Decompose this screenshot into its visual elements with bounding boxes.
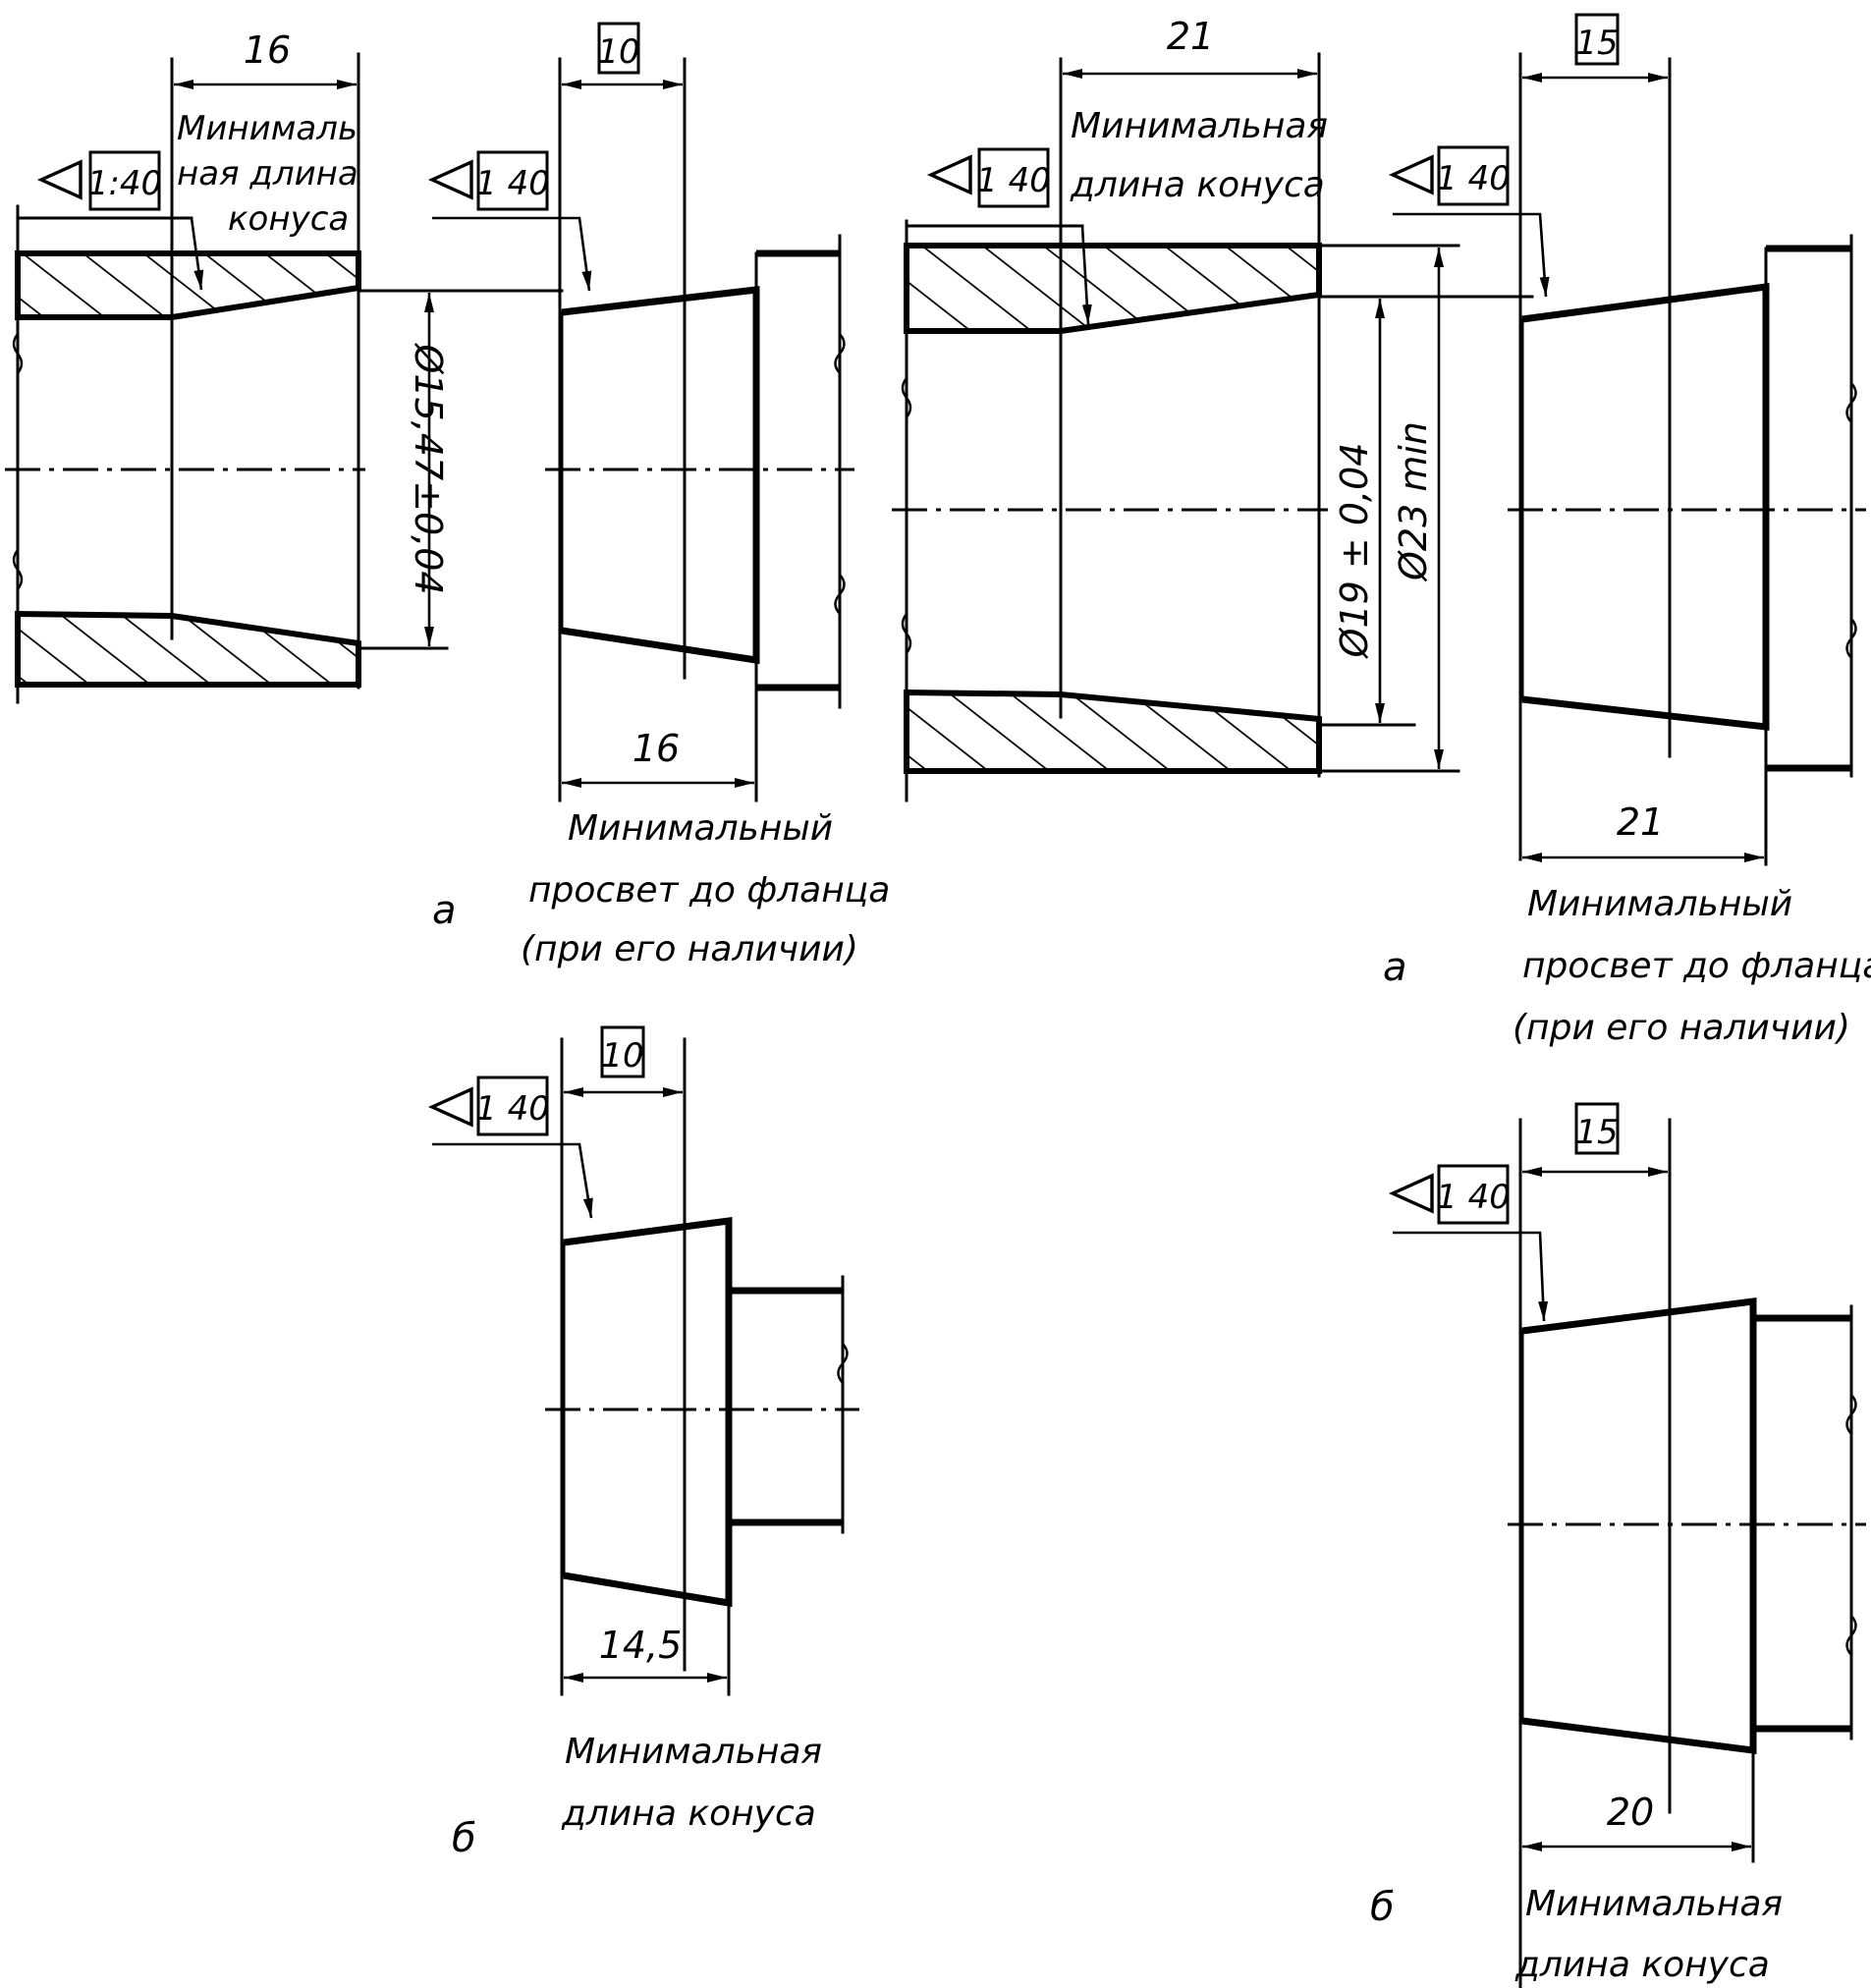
svg-text:20: 20 [1607,1791,1654,1834]
svg-text:длина конуса: длина конуса [1514,1945,1770,1985]
svg-text:1 40: 1 40 [1436,159,1511,198]
svg-text:21: 21 [1617,801,1664,844]
svg-text:10: 10 [601,1036,643,1076]
dim-10-bracket-b-left: 10 [564,1025,683,1097]
svg-text:1 40: 1 40 [475,164,550,203]
figure-b-right-cone [1508,1118,1866,1988]
figure-a-right-socket [892,52,1328,802]
svg-text:Ø23 min: Ø23 min [1392,421,1435,582]
taper-triangle-icon [427,159,473,200]
svg-text:Минималь: Минималь [177,109,358,148]
svg-text:Ø19 ± 0,04: Ø19 ± 0,04 [1333,443,1376,660]
taper-symbol-a-right: 1 40 [926,147,1051,208]
svg-text:Минимальная: Минимальная [565,1732,822,1772]
dim-21-top-right: 21 [1063,15,1317,79]
svg-text:1 40: 1 40 [976,161,1051,200]
figure-a-left-cone [357,57,854,802]
svg-text:длина конуса: длина конуса [561,1794,816,1834]
taper-symbol-a-right-cone: 1 40 [1388,145,1550,298]
svg-text:Минимальная: Минимальная [1525,1884,1783,1924]
figure-b-left-cone [545,1037,859,1696]
dim-15-bracket-right: 15 [1522,13,1668,83]
diameter-19-and-23: Ø19 ± 0,04 Ø23 min [1317,244,1534,773]
taper-triangle-icon [1388,154,1434,195]
taper-symbol-b-left: 1 40 [427,1076,593,1219]
note-min-clearance-a-right: Минимальный просвет до фланца (при его н… [1513,884,1871,1048]
label-b-left: б [452,1816,476,1861]
svg-text:ная длина: ная длина [177,154,358,193]
svg-text:21: 21 [1167,15,1214,58]
svg-text:Ø15,47±0,04: Ø15,47±0,04 [407,342,450,594]
dim-14-5-bottom: 14,5 [564,1624,727,1683]
dim-label: 16 [244,28,291,72]
taper-triangle-icon [36,159,83,200]
label-a-left: а [432,888,457,933]
note-min-cone-length-a-right: Минимальная длина конуса [1070,106,1328,325]
label-a-right: а [1383,945,1407,990]
taper-triangle-icon [926,154,972,195]
label-b-right: б [1370,1885,1395,1930]
dim-21-bottom-right: 21 [1522,801,1764,862]
svg-text:Минимальный: Минимальный [1527,884,1792,924]
dim-10-bracket-left: 10 [562,22,683,89]
svg-text:длина конуса: длина конуса [1070,165,1325,205]
svg-text:просвет до фланца: просвет до фланца [528,870,890,911]
svg-text:Минимальная: Минимальная [1071,106,1328,146]
svg-text:1 40: 1 40 [1436,1178,1511,1217]
note-min-clearance-a-left: Минимальный просвет до фланца (при его н… [521,808,890,969]
note-min-cone-length-b-right: Минимальная длина конуса [1514,1884,1783,1985]
taper-symbol-a-left: 1:40 [36,150,162,211]
taper-symbol-b-right: 1 40 [1388,1164,1549,1322]
taper-triangle-icon [1388,1173,1434,1214]
figure-a-left-socket [5,52,365,704]
svg-text:16: 16 [633,727,680,770]
dim-20-bottom: 20 [1522,1791,1751,1851]
svg-text:(при его наличии): (при его наличии) [521,929,858,969]
svg-text:(при его наличии): (при его наличии) [1513,1008,1850,1048]
svg-text:1:40: 1:40 [87,164,162,203]
dim-15-bracket-b-right: 15 [1522,1102,1668,1177]
dim-16-top-left: 16 [174,28,357,89]
taper-triangle-icon [427,1086,473,1128]
svg-text:10: 10 [597,32,639,72]
svg-text:15: 15 [1575,1113,1618,1152]
svg-text:15: 15 [1575,24,1618,63]
svg-text:1 40: 1 40 [475,1089,550,1129]
svg-text:Минимальный: Минимальный [568,808,833,849]
dim-16-bottom-left: 16 [562,727,754,788]
svg-text:просвет до фланца: просвет до фланца [1522,946,1871,986]
figure-a-right-cone [1508,52,1866,866]
diameter-15-47: Ø15,47±0,04 [357,289,450,650]
taper-symbol-a-left-cone: 1 40 [427,150,592,292]
svg-text:14,5: 14,5 [599,1624,683,1667]
note-min-cone-length-a-left: Минималь ная длина конуса [177,109,358,291]
note-min-cone-length-b-left: Минимальная длина конуса [561,1732,822,1834]
svg-text:конуса: конуса [228,199,349,239]
